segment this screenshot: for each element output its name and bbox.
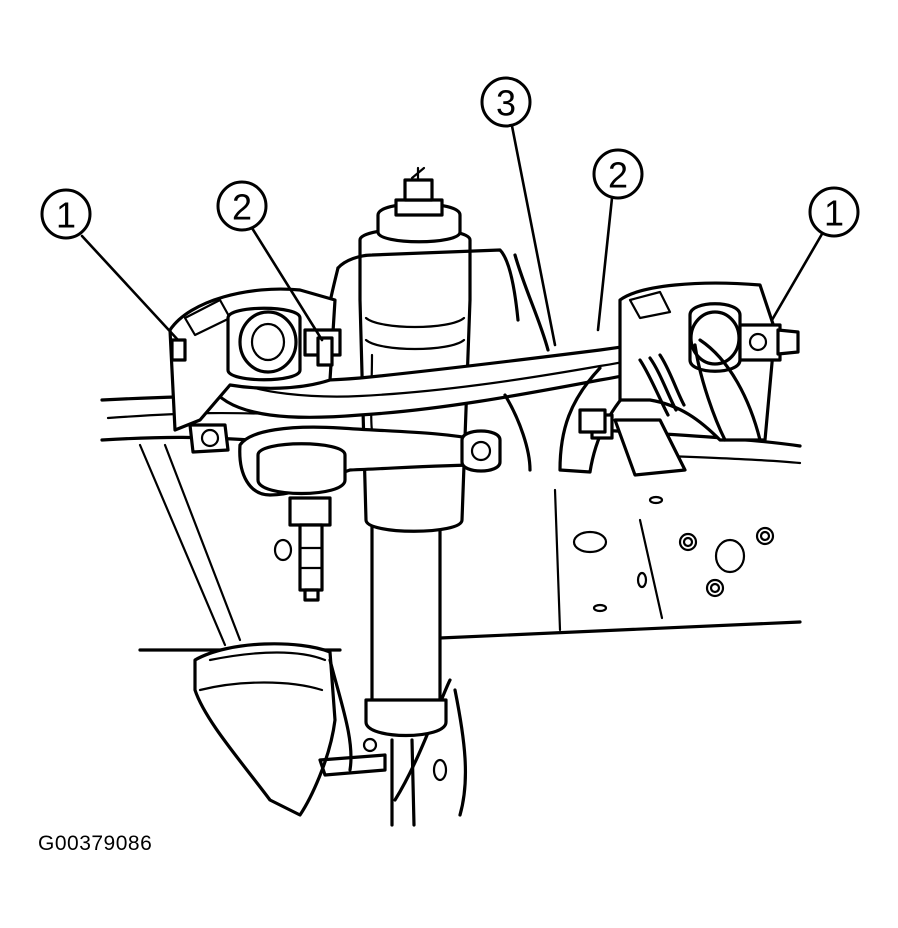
callout-2-left: 2	[216, 180, 268, 232]
callout-1-left: 1	[40, 188, 92, 240]
right-pivot-bracket	[590, 281, 800, 477]
callout-label: 3	[496, 83, 516, 124]
figure-id: G00379086	[38, 832, 153, 855]
callout-1-right: 1	[808, 186, 860, 238]
center-bolt	[460, 408, 607, 473]
leader-3	[510, 124, 557, 347]
callout-label: 2	[608, 155, 628, 196]
left-pivot-bracket	[168, 287, 342, 454]
callout-label: 2	[232, 187, 252, 228]
leader-2-right	[596, 196, 614, 332]
callout-3: 3	[480, 76, 532, 128]
leader-2-left	[250, 226, 324, 342]
lower-bracket	[193, 642, 468, 817]
leader-1-right	[770, 232, 824, 322]
frame-holes	[572, 495, 775, 613]
callout-label: 1	[824, 193, 844, 234]
callout-label: 1	[56, 195, 76, 236]
leader-lines	[80, 124, 824, 347]
strut-assembly	[320, 166, 550, 827]
leader-1-left	[80, 234, 180, 342]
callout-2-right: 2	[592, 148, 644, 200]
tie-rod-end	[238, 425, 487, 602]
